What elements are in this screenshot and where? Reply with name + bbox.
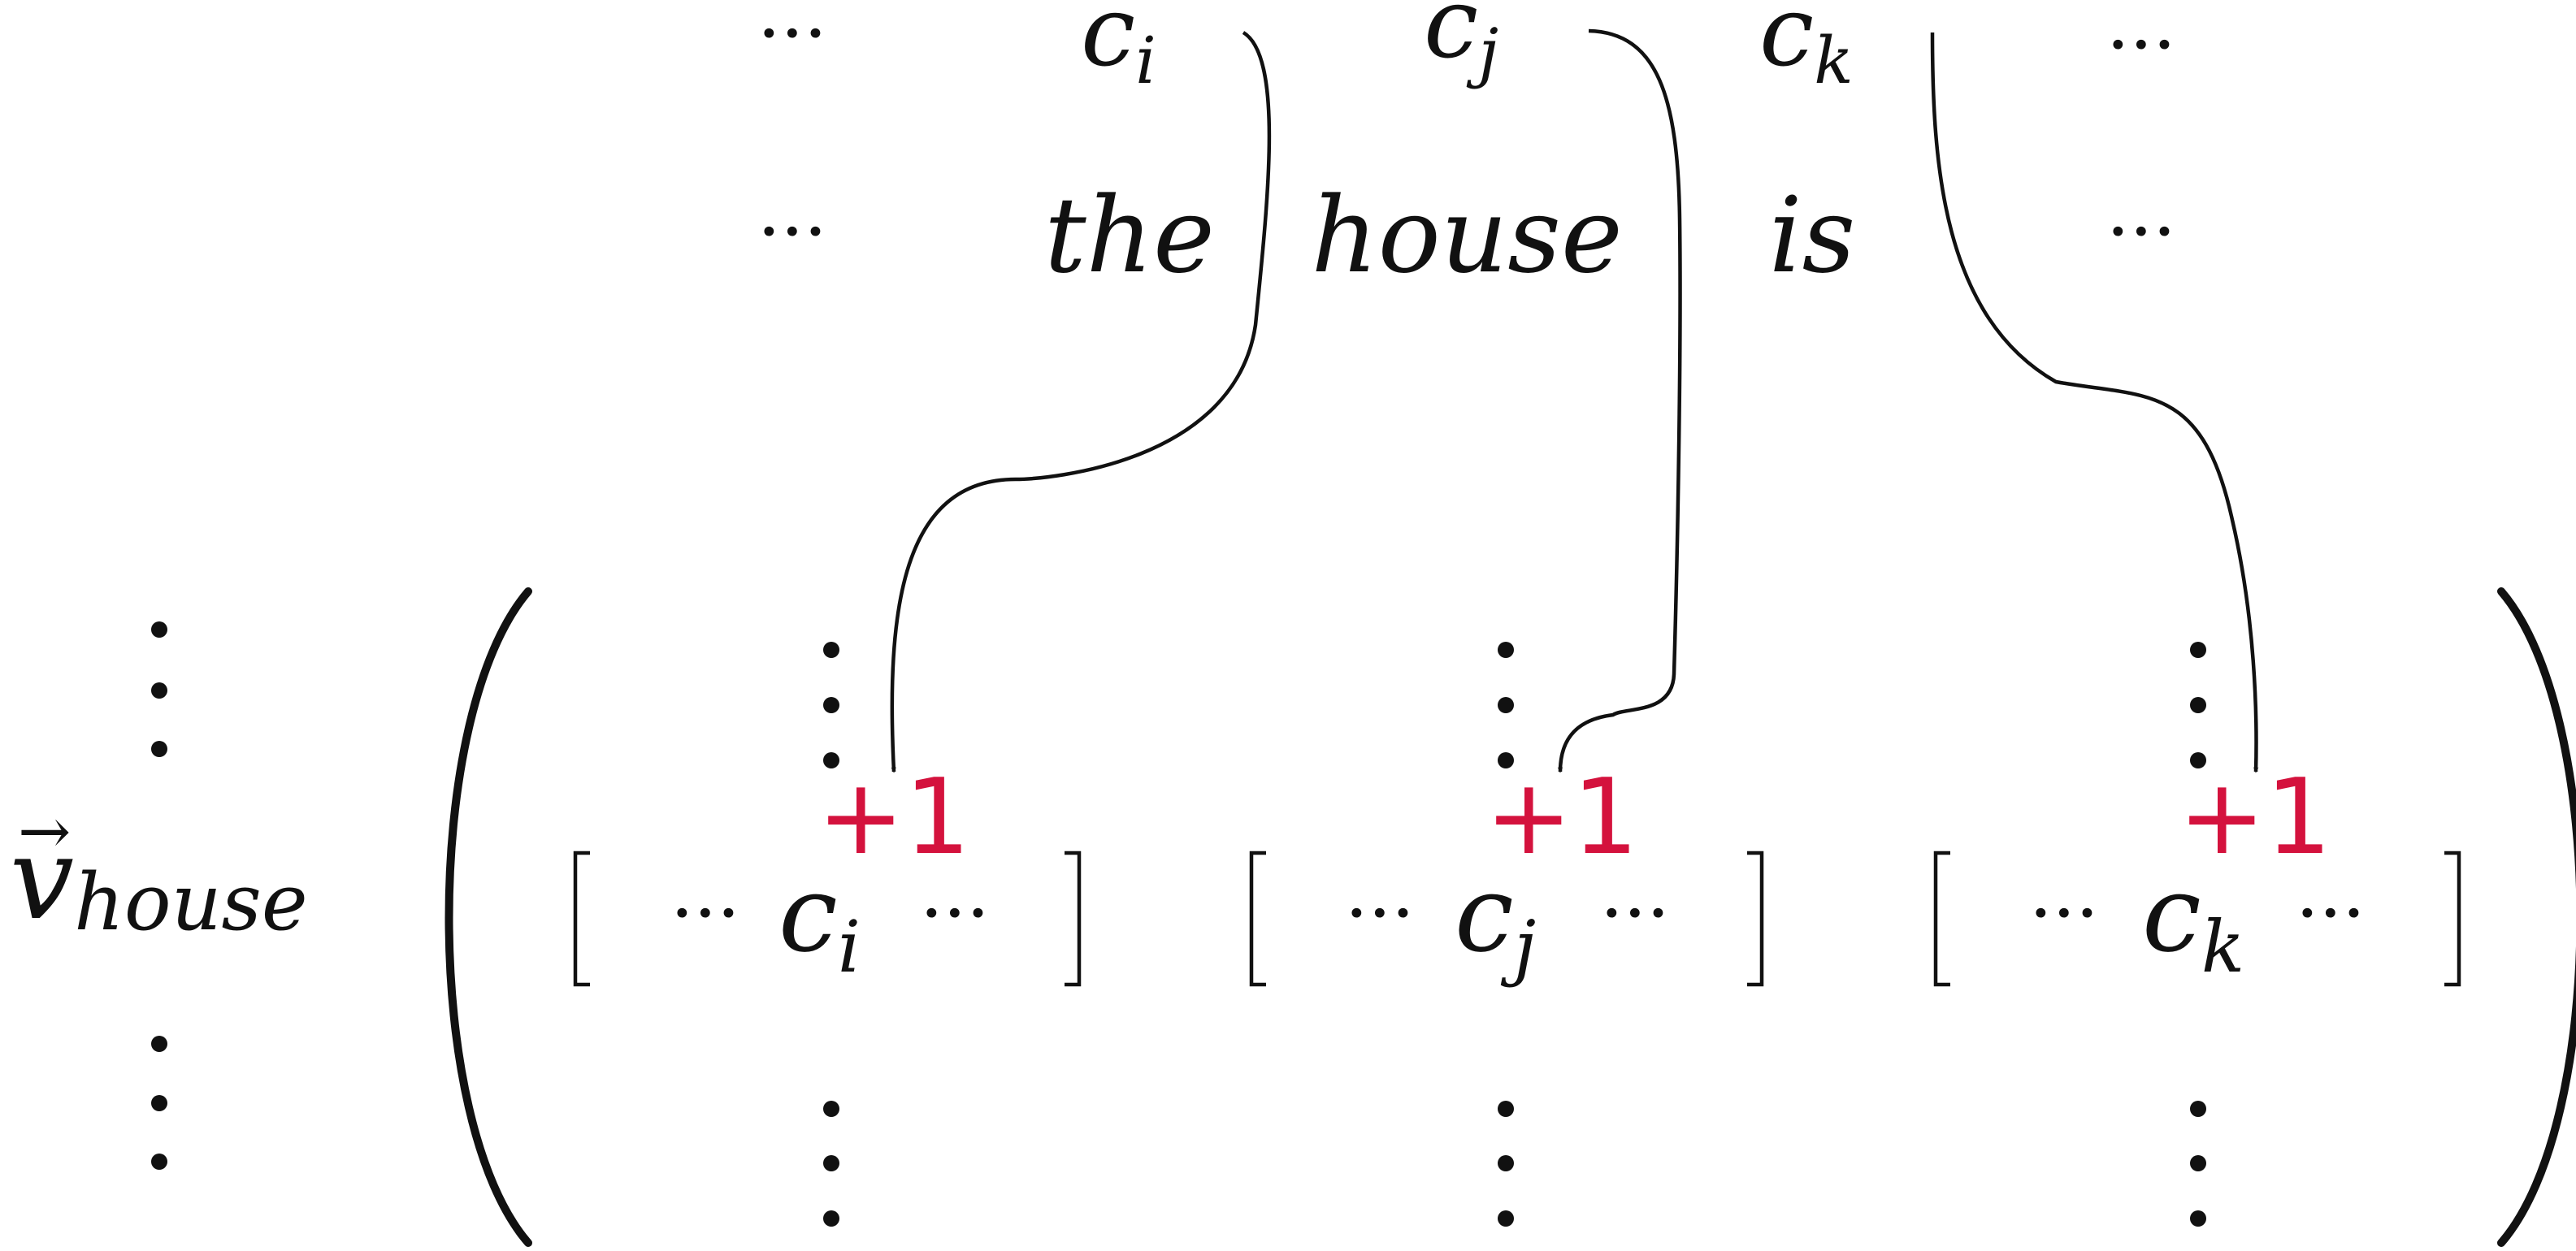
increment-label-i: +1 — [817, 757, 971, 878]
column-i-dots-upper — [823, 642, 839, 768]
arrow-cj-to-column-j — [1557, 28, 1682, 773]
column-k-label: ck — [2142, 852, 2244, 989]
column-i-right-bracket — [1065, 851, 1082, 987]
sentence-ellipsis-left: ··· — [757, 189, 827, 275]
column-i-label: ci — [778, 852, 861, 989]
vertical-dots-left-upper — [151, 621, 167, 757]
vector-label-v-house: → vhouse — [10, 795, 308, 948]
sentence-word-is: is — [1769, 175, 1856, 297]
matrix-right-parenthesis — [2497, 587, 2576, 1247]
matrix-column-i: +1 ··· ci ··· — [573, 642, 1082, 1227]
column-j-ellipsis-right: ··· — [1600, 871, 1670, 956]
vector-arrow-icon: → — [18, 795, 71, 868]
svg-text:vhouse: vhouse — [10, 813, 308, 948]
sentence-word-house: house — [1311, 175, 1622, 297]
top-ellipsis-left: ··· — [757, 0, 827, 76]
increment-label-k: +1 — [2179, 757, 2332, 878]
context-label-ci: ci — [1081, 0, 1156, 98]
matrix-column-j: +1 ··· cj ··· — [1249, 642, 1764, 1227]
column-k-ellipsis-left: ··· — [2029, 871, 2099, 956]
increment-label-j: +1 — [1485, 757, 1639, 878]
context-label-cj: cj — [1424, 0, 1498, 90]
column-j-ellipsis-left: ··· — [1345, 871, 1415, 956]
column-k-dots-lower — [2190, 1101, 2206, 1227]
column-k-left-bracket — [1933, 851, 1950, 987]
matrix-column-k: +1 ··· ck ··· — [1933, 642, 2461, 1227]
matrix-left-parenthesis — [445, 587, 532, 1247]
column-j-left-bracket — [1249, 851, 1266, 987]
column-k-dots-upper — [2190, 642, 2206, 768]
top-ellipsis-right: ··· — [2106, 2, 2176, 88]
column-j-right-bracket — [1747, 851, 1764, 987]
column-k-ellipsis-right: ··· — [2296, 871, 2366, 956]
column-j-dots-upper — [1498, 642, 1514, 768]
column-j-label: cj — [1455, 852, 1536, 989]
column-k-right-bracket — [2444, 851, 2461, 987]
column-i-dots-lower — [823, 1101, 839, 1227]
column-i-left-bracket — [573, 851, 590, 987]
column-j-dots-lower — [1498, 1101, 1514, 1227]
context-label-ck: ck — [1759, 0, 1854, 98]
sentence-ellipsis-right: ··· — [2106, 189, 2176, 275]
arrow-ck-to-column-k — [1930, 32, 2259, 773]
sentence-word-the: the — [1044, 175, 1215, 297]
column-i-ellipsis-right: ··· — [920, 871, 990, 956]
column-i-ellipsis-left: ··· — [670, 871, 740, 956]
arrow-ci-to-column-i — [890, 31, 1272, 773]
vertical-dots-left-lower — [151, 1036, 167, 1170]
